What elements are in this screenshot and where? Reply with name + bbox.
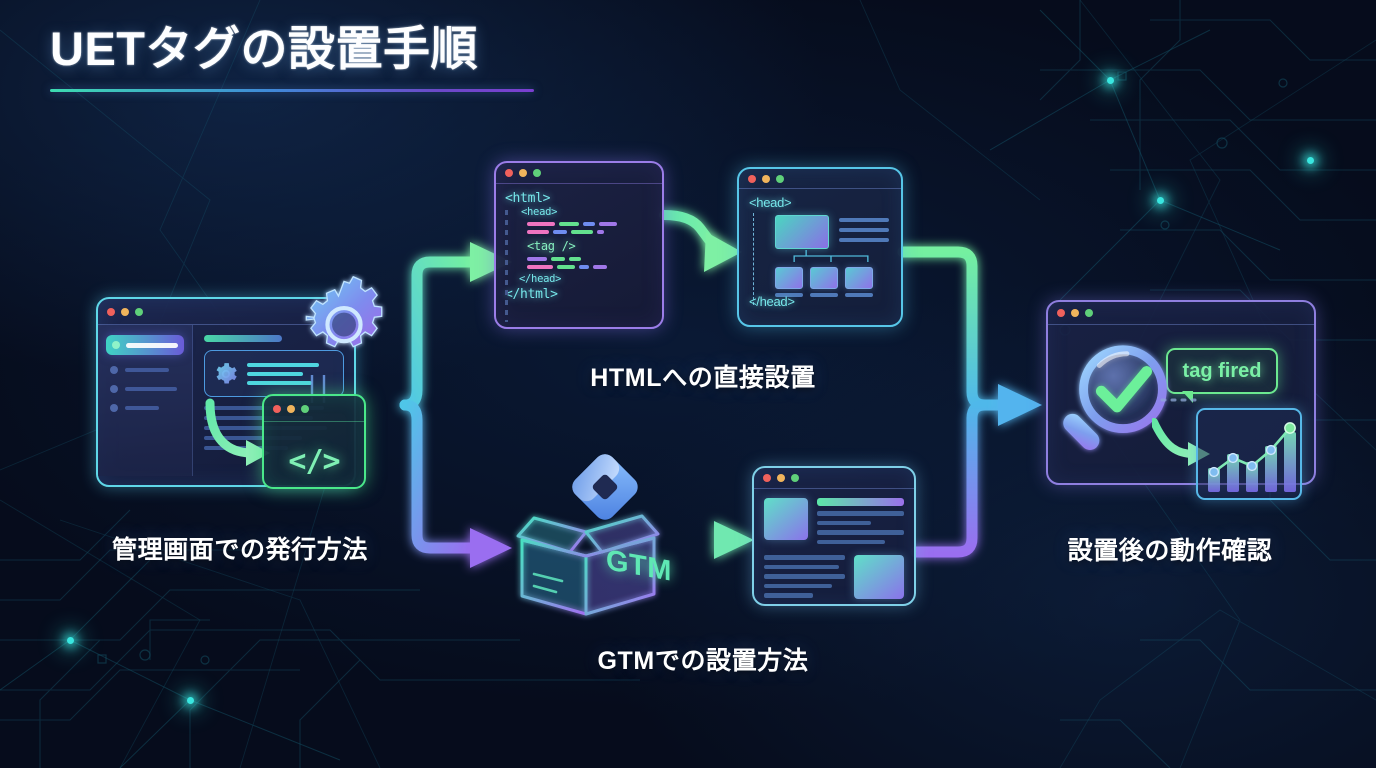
title-underline — [50, 89, 534, 93]
circuit-node-glow — [1107, 77, 1114, 84]
magnifier-icon — [1063, 345, 1167, 450]
page-thumbnail — [854, 555, 904, 599]
website-body — [754, 489, 914, 599]
code-line-html-close: </html> — [505, 287, 558, 302]
window-maximize-dot — [1085, 309, 1093, 317]
window-minimize-dot — [519, 169, 527, 177]
head-close-tag: </head> — [749, 294, 795, 310]
window-maximize-dot — [301, 404, 309, 413]
circuit-node-glow — [187, 697, 194, 704]
window-titlebar — [264, 396, 364, 422]
code-line-uet-tag: <tag /> — [527, 239, 576, 253]
page-top-section — [754, 489, 914, 553]
website-window[interactable] — [752, 466, 916, 606]
sidebar-item[interactable] — [106, 385, 184, 393]
page-heading-bar — [817, 498, 904, 506]
head-window[interactable]: <head> — [737, 167, 903, 327]
node-label-html-direct: HTMLへの直接設置 — [590, 364, 816, 392]
sidebar-item-active[interactable] — [106, 335, 184, 355]
circuit-node-glow — [67, 637, 74, 644]
window-close-dot — [1057, 309, 1065, 317]
head-indent-guide — [753, 213, 754, 305]
chart-bars — [1208, 432, 1296, 492]
tag-fired-text: tag fired — [1182, 359, 1262, 382]
code-token-row — [527, 222, 654, 226]
circuit-node-glow — [1307, 157, 1314, 164]
sidebar-item[interactable] — [106, 404, 184, 412]
tree-text-lines — [839, 218, 889, 242]
node-label-gtm-install: GTMでの設置方法 — [597, 647, 809, 675]
node-verification[interactable]: tag fired — [1036, 300, 1326, 515]
circuit-node-glow — [1157, 197, 1164, 204]
gear-icon — [305, 275, 383, 348]
head-open-tag: <head> — [749, 195, 792, 210]
dom-tree-diagram — [775, 215, 889, 297]
window-close-dot — [505, 169, 513, 177]
window-minimize-dot — [287, 404, 295, 413]
chart-card — [1196, 408, 1302, 500]
code-token-row — [527, 230, 654, 234]
tree-child-node — [775, 267, 803, 297]
code-token-row — [527, 265, 654, 269]
window-minimize-dot — [762, 174, 770, 183]
window-minimize-dot — [777, 474, 785, 482]
window-maximize-dot — [533, 169, 541, 177]
tree-connector-lines — [793, 250, 869, 262]
window-titlebar — [98, 299, 354, 325]
page-title: UETタグの設置手順 — [50, 22, 478, 75]
window-maximize-dot — [776, 174, 784, 183]
node-gtm-box[interactable]: GTM — [500, 452, 700, 622]
code-line-head-open: <head> — [521, 206, 558, 218]
node-admin-issue[interactable]: </> — [96, 275, 386, 489]
head-window-body: <head> — [739, 189, 901, 315]
dashboard-sidebar — [98, 325, 193, 476]
code-glyph: </> — [288, 443, 340, 479]
editor-gutter — [505, 210, 508, 322]
window-titlebar — [739, 169, 901, 189]
node-label-post-install-check: 設置後の動作確認 — [1067, 537, 1273, 565]
sidebar-item[interactable] — [106, 366, 184, 374]
dashboard-window[interactable] — [96, 297, 356, 487]
window-close-dot — [107, 307, 115, 316]
settings-panel — [203, 350, 344, 397]
tree-children — [775, 267, 887, 297]
tree-child-node — [845, 267, 873, 297]
window-titlebar — [1048, 302, 1314, 325]
gear-icon — [216, 362, 237, 384]
tag-fired-bubble: tag fired — [1166, 348, 1278, 403]
code-window[interactable]: </> — [262, 394, 366, 489]
code-line-html-open: <html> — [505, 191, 551, 206]
page-bottom-section — [764, 555, 904, 599]
window-close-dot — [748, 174, 756, 183]
window-maximize-dot — [135, 307, 143, 316]
html-code-window[interactable]: <html> <head> <tag /> </head> </html> — [494, 161, 664, 329]
window-maximize-dot — [791, 474, 799, 482]
window-close-dot — [763, 474, 771, 482]
page-text-block — [817, 498, 904, 544]
page-thumbnail — [764, 498, 808, 540]
window-close-dot — [273, 404, 281, 413]
window-titlebar — [754, 468, 914, 489]
window-minimize-dot — [121, 307, 129, 316]
node-label-admin-issue: 管理画面での発行方法 — [111, 536, 368, 564]
gtm-logo-icon — [572, 454, 638, 520]
page-text-block — [764, 555, 845, 599]
code-token-row — [527, 257, 654, 261]
page-title-block: UETタグの設置手順 — [50, 22, 570, 93]
code-line-head-close: </head> — [519, 273, 562, 285]
chart-trend-line — [1208, 422, 1296, 478]
code-editor-body: <html> <head> <tag /> </head> </html> — [496, 184, 662, 322]
settings-lines — [246, 362, 335, 385]
open-box-icon — [516, 514, 660, 616]
tree-child-node — [810, 267, 838, 297]
section-heading-bar — [203, 335, 282, 342]
window-titlebar — [496, 163, 662, 184]
dotted-link — [1160, 398, 1202, 402]
issue-arrow-icon — [205, 398, 270, 466]
window-minimize-dot — [1071, 309, 1079, 317]
tree-root-node — [775, 215, 829, 249]
analytics-chart — [1208, 422, 1296, 492]
